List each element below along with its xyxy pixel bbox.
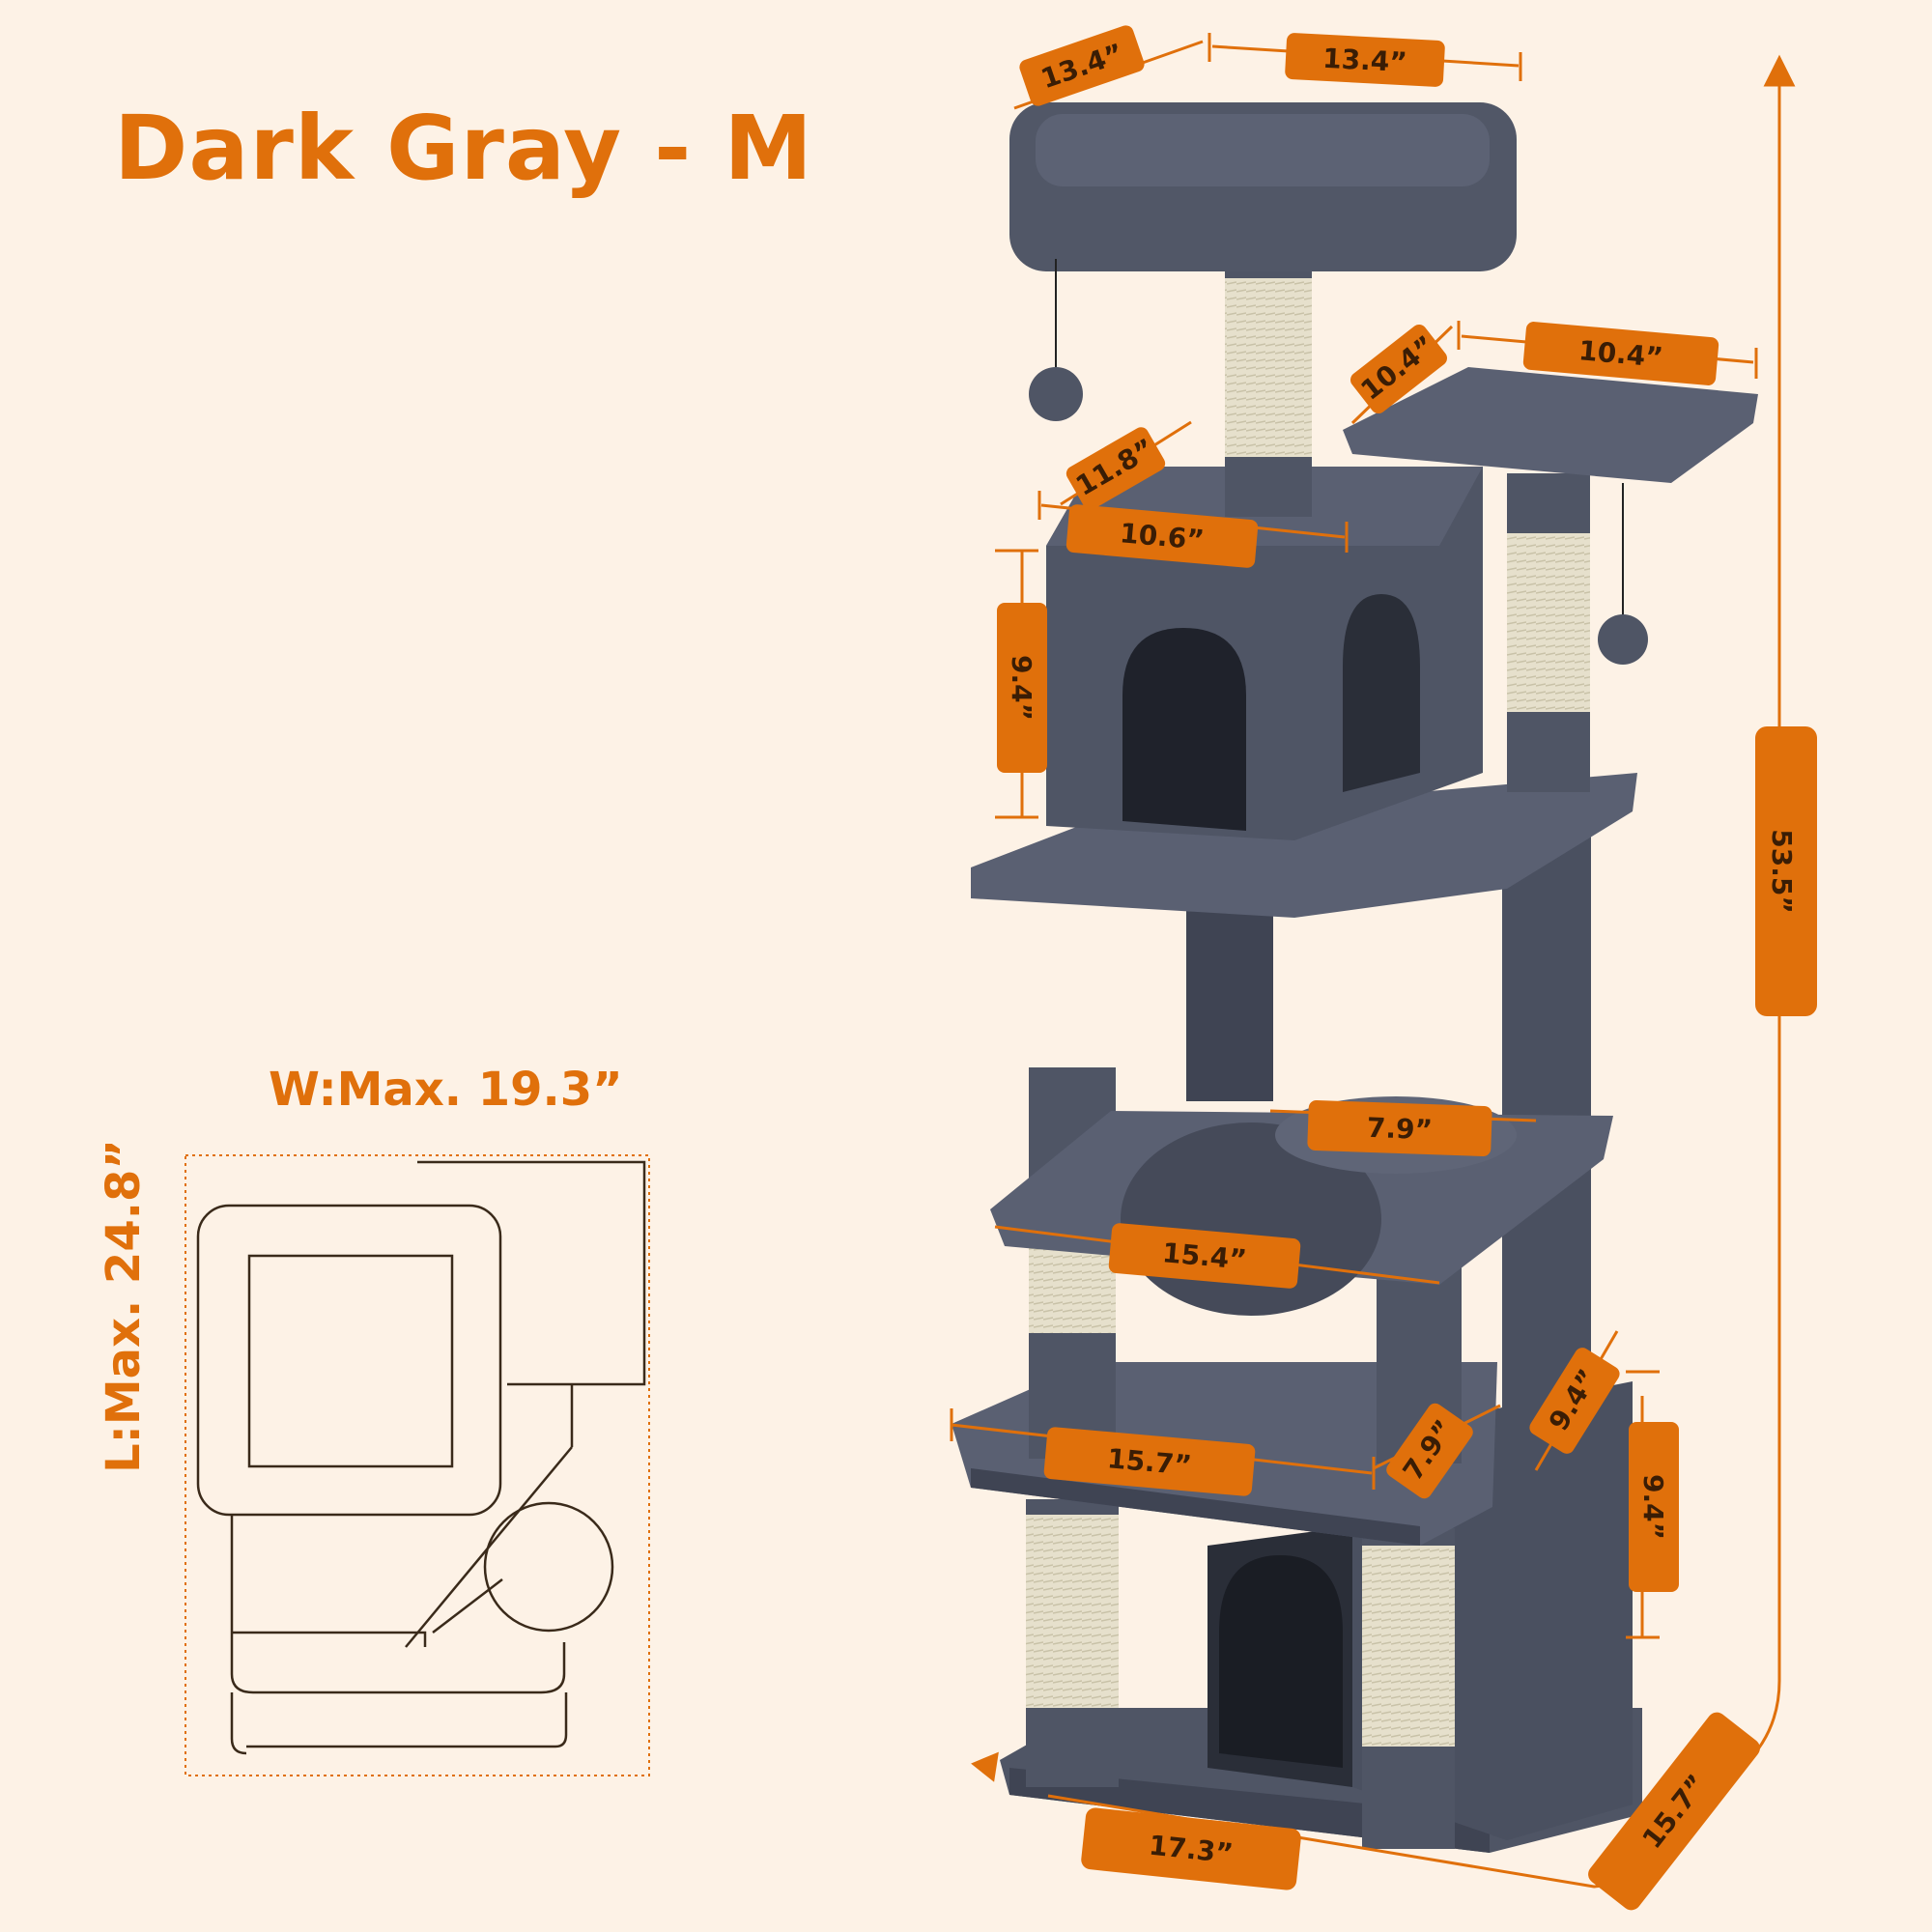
svg-text:10.6”: 10.6”	[1119, 517, 1206, 556]
top-perch-width-tag: 13.4”	[1285, 33, 1445, 87]
product-title: Dark Gray - M	[114, 97, 813, 200]
svg-text:9.4”: 9.4”	[1637, 1474, 1669, 1540]
svg-text:9.4”: 9.4”	[1006, 655, 1037, 721]
total-height-tag: 53.5”	[1755, 726, 1817, 1016]
svg-text:53.5”: 53.5”	[1766, 829, 1798, 914]
base-width-tag: 17.3”	[1081, 1807, 1301, 1890]
footprint-width-label: W:Max. 19.3”	[269, 1063, 623, 1117]
base-condo-height-tag: 9.4”	[1629, 1422, 1679, 1592]
dimension-labels: 13.4” 13.4” 10.4” 10.4” 11.8” 10.6”	[997, 25, 1817, 1911]
round-perch-tag: 7.9”	[1307, 1099, 1492, 1157]
footprint-plan-drawing	[185, 1154, 650, 1776]
svg-text:10.4”: 10.4”	[1577, 334, 1664, 374]
svg-text:13.4”: 13.4”	[1321, 43, 1407, 79]
condo-width-tag: 10.6”	[1065, 504, 1259, 568]
svg-text:7.9”: 7.9”	[1366, 1112, 1433, 1146]
svg-text:15.4”: 15.4”	[1161, 1236, 1248, 1276]
top-perch-depth-tag: 13.4”	[1019, 25, 1145, 106]
lower-platform-width-tag: 15.7”	[1043, 1427, 1256, 1496]
hammock-platform-tag: 15.4”	[1108, 1223, 1301, 1289]
side-perch-width-tag: 10.4”	[1522, 322, 1719, 385]
condo-height-tag: 9.4”	[997, 603, 1047, 773]
svg-text:15.7”: 15.7”	[1106, 1442, 1193, 1482]
